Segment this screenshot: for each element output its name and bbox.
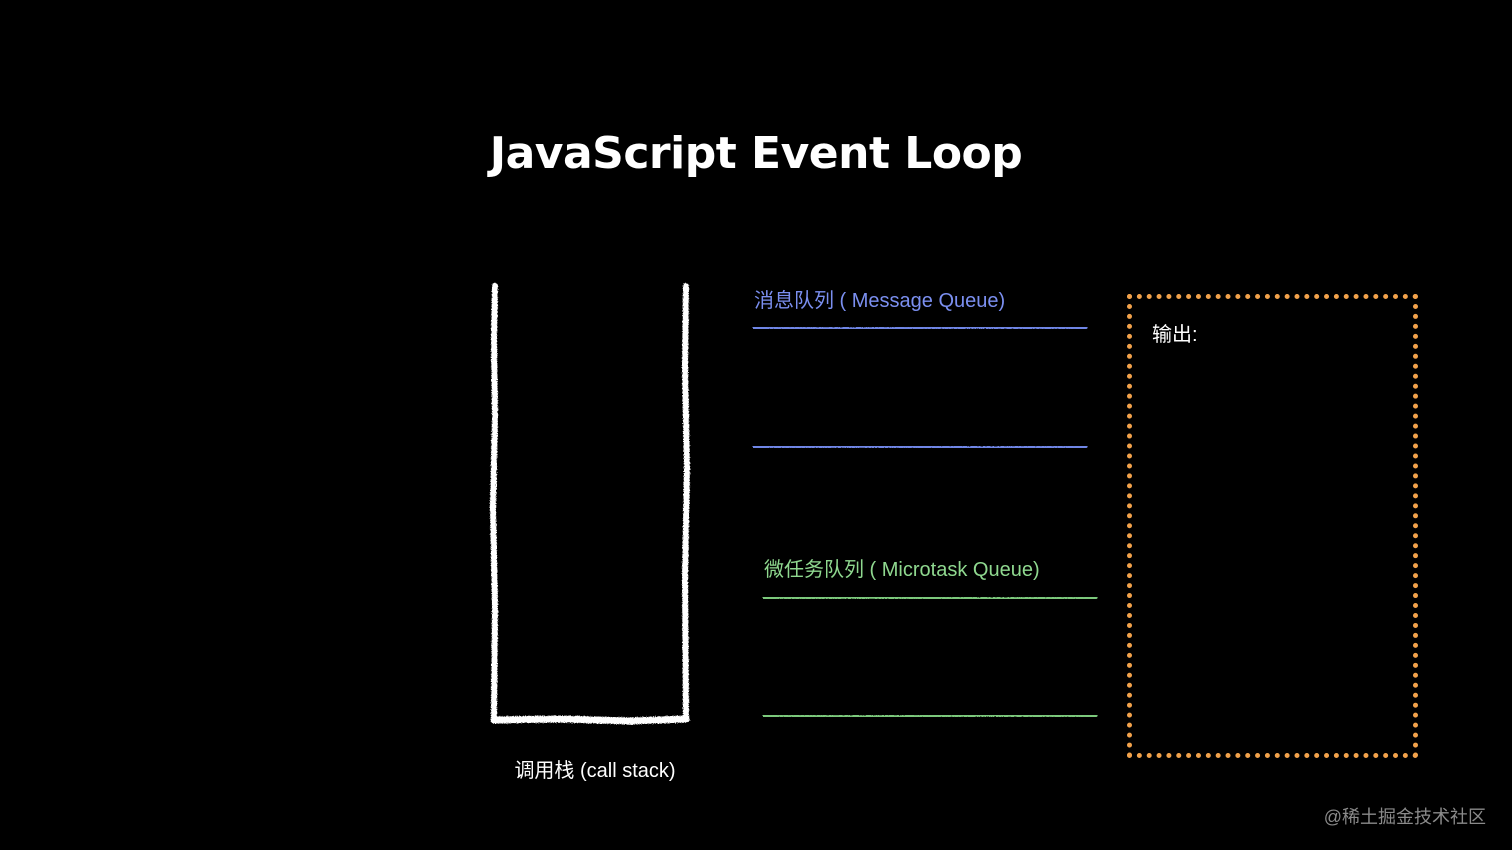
call-stack-right-wall — [682, 283, 690, 721]
call-stack-bottom — [490, 715, 690, 725]
call-stack-label: 调用栈 (call stack) — [514, 760, 676, 782]
page-title: JavaScript Event Loop — [489, 128, 1023, 179]
output-label: 输出: — [1152, 324, 1198, 346]
message-queue-label: 消息队列 ( Message Queue) — [754, 290, 1006, 312]
watermark: @稀土掘金技术社区 — [1323, 807, 1486, 827]
microtask-queue-label: 微任务队列 ( Microtask Queue) — [764, 559, 1040, 581]
microtask-queue-top-line — [762, 595, 1098, 601]
call-stack-container — [490, 283, 690, 725]
message-queue-top-line — [752, 325, 1088, 331]
message-queue-bottom-line — [752, 444, 1088, 450]
call-stack-left-wall — [490, 283, 498, 721]
output-box — [1127, 294, 1418, 758]
microtask-queue-bottom-line — [762, 713, 1098, 719]
